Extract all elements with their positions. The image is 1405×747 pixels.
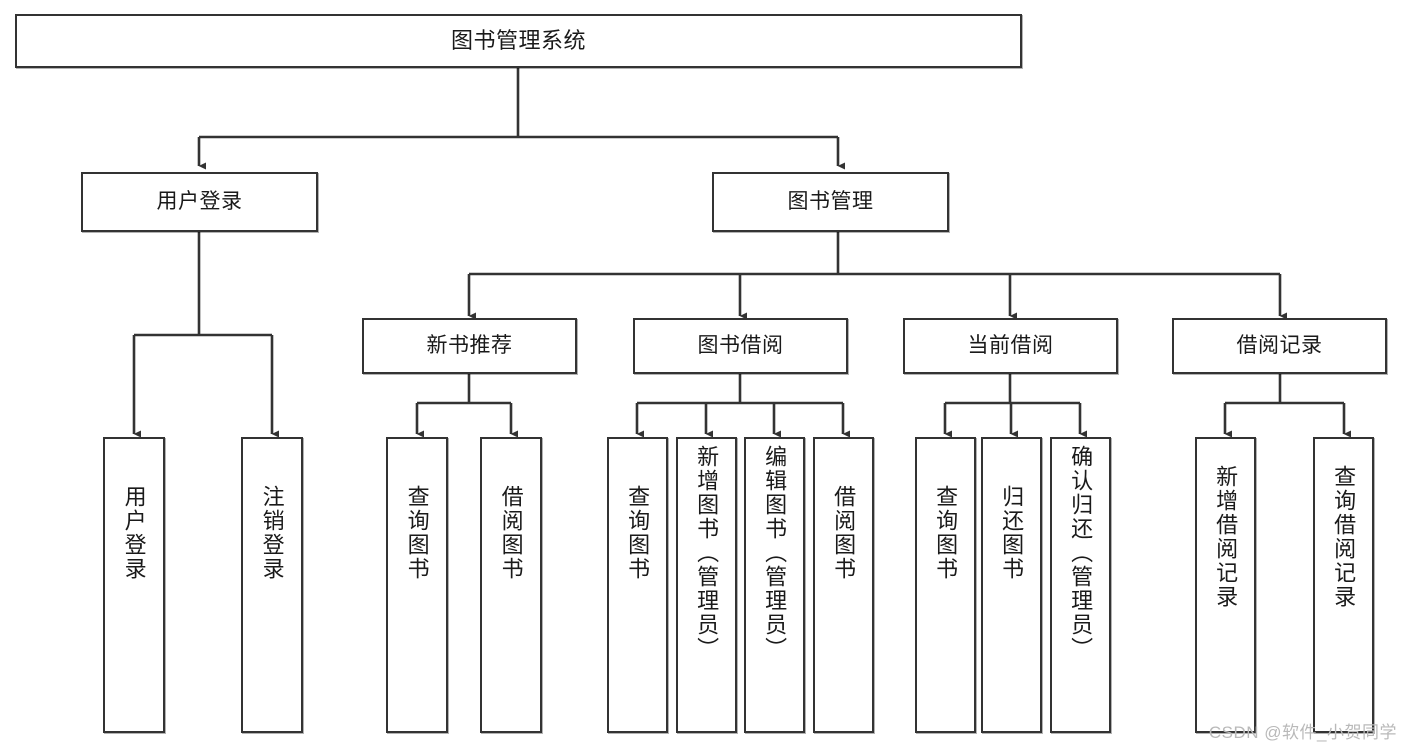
node-label: 当前借阅 bbox=[967, 333, 1054, 357]
node-book-management[interactable]: 图书管理 bbox=[712, 172, 949, 232]
node-new-book-recommend[interactable]: 新书推荐 bbox=[362, 318, 577, 374]
node-label: 注销登录 bbox=[259, 485, 285, 581]
node-label: 查询图书 bbox=[625, 485, 651, 581]
leaf-query-book-2[interactable]: 查询图书 bbox=[607, 437, 668, 733]
leaf-edit-book[interactable]: 编辑图书（管理员） bbox=[744, 437, 805, 733]
node-label: 用户登录 bbox=[156, 189, 243, 213]
node-label: 新书推荐 bbox=[426, 333, 513, 357]
leaf-return-book[interactable]: 归还图书 bbox=[981, 437, 1042, 733]
leaf-add-record[interactable]: 新增借阅记录 bbox=[1195, 437, 1256, 733]
node-label: 用户登录 bbox=[121, 485, 147, 581]
leaf-confirm-return[interactable]: 确认归还（管理员） bbox=[1050, 437, 1111, 733]
node-label: 图书借阅 bbox=[697, 333, 784, 357]
node-book-borrow[interactable]: 图书借阅 bbox=[633, 318, 848, 374]
leaf-borrow-book-2[interactable]: 借阅图书 bbox=[813, 437, 874, 733]
node-label: 新增借阅记录 bbox=[1213, 465, 1239, 609]
node-label: 编辑图书（管理员） bbox=[762, 445, 788, 661]
leaf-user-logout[interactable]: 注销登录 bbox=[241, 437, 303, 733]
leaf-user-login[interactable]: 用户登录 bbox=[103, 437, 165, 733]
node-current-borrow[interactable]: 当前借阅 bbox=[903, 318, 1118, 374]
node-label: 查询图书 bbox=[933, 485, 959, 581]
leaf-query-book-1[interactable]: 查询图书 bbox=[386, 437, 448, 733]
node-label: 新增图书（管理员） bbox=[694, 445, 720, 661]
node-user-login[interactable]: 用户登录 bbox=[81, 172, 318, 232]
node-label: 图书管理 bbox=[787, 189, 874, 213]
node-label: 查询借阅记录 bbox=[1331, 465, 1357, 609]
leaf-query-record[interactable]: 查询借阅记录 bbox=[1313, 437, 1374, 733]
node-label: 借阅图书 bbox=[831, 485, 857, 581]
node-label: 确认归还（管理员） bbox=[1068, 445, 1094, 661]
leaf-borrow-book-1[interactable]: 借阅图书 bbox=[480, 437, 542, 733]
node-label: 查询图书 bbox=[404, 485, 430, 581]
node-label: 图书管理系统 bbox=[450, 28, 586, 54]
leaf-add-book[interactable]: 新增图书（管理员） bbox=[676, 437, 737, 733]
node-label: 借阅图书 bbox=[498, 485, 524, 581]
watermark: CSDN @软件_小贺同学 bbox=[1208, 723, 1397, 742]
node-label: 归还图书 bbox=[999, 485, 1025, 581]
node-root-book-management-system[interactable]: 图书管理系统 bbox=[15, 14, 1022, 68]
node-label: 借阅记录 bbox=[1236, 333, 1323, 357]
node-borrow-record[interactable]: 借阅记录 bbox=[1172, 318, 1387, 374]
leaf-query-book-3[interactable]: 查询图书 bbox=[915, 437, 976, 733]
